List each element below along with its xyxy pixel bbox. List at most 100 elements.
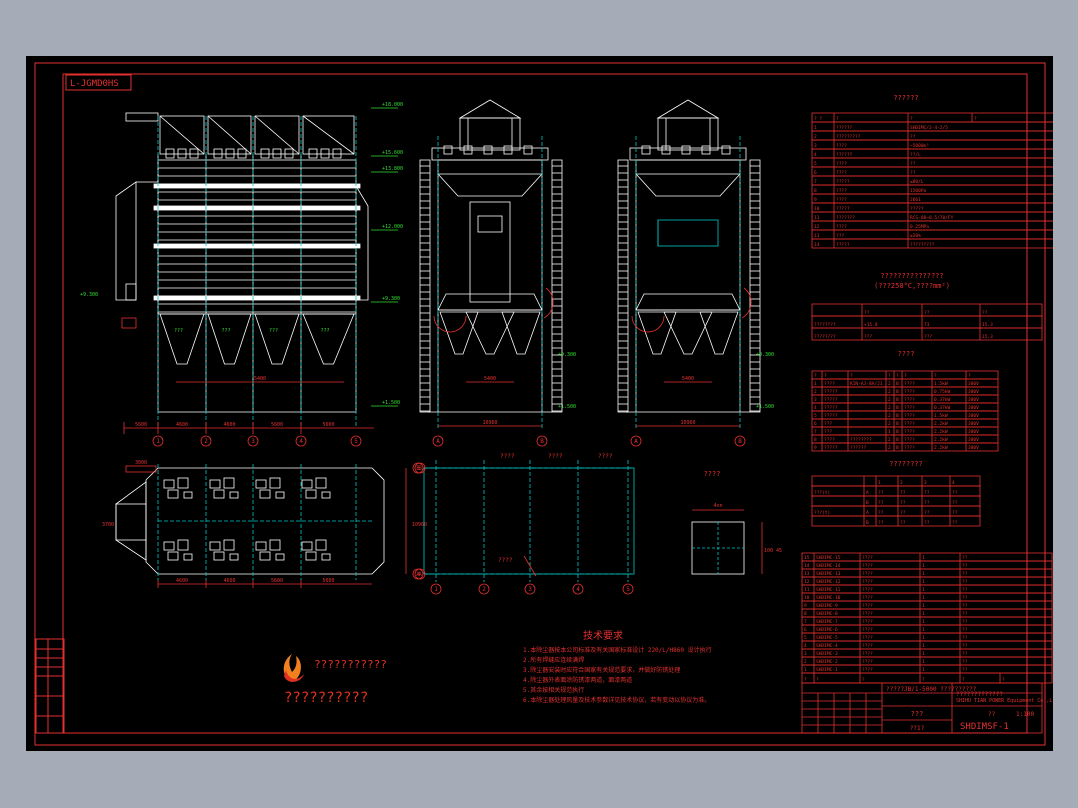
params-cell: ??????? <box>836 215 855 221</box>
equipment-cell: 3 <box>814 397 817 403</box>
loads-cell: ?? <box>900 500 906 506</box>
loads-cell: ?? <box>924 490 930 496</box>
found-axis-label: 2 <box>482 586 486 593</box>
hopper-label: ??? <box>174 328 183 334</box>
level-label: +13.800 <box>382 166 403 172</box>
hopper <box>159 313 205 365</box>
equipment-cell: B <box>896 445 899 451</box>
equipment-cell: 2.2kW <box>934 437 948 443</box>
plan-row-label: B <box>416 465 420 472</box>
side-inner-dim-text: 5400 <box>682 376 694 382</box>
parts-cell: 9 <box>804 603 807 609</box>
front-axis-label: 1 <box>156 438 160 445</box>
parts-row <box>801 600 1053 610</box>
params-cell: ?? <box>910 161 916 167</box>
valve <box>177 477 189 489</box>
parts-cell: SHDIMC-5 <box>816 635 838 641</box>
front-axis <box>295 435 307 447</box>
loads-cell: ???(t) <box>814 510 830 516</box>
parts-cell: 1 <box>922 603 925 609</box>
params-cell: 1500Pa <box>910 188 927 194</box>
valve <box>321 553 331 561</box>
loads-cell: ?? <box>878 490 884 496</box>
front-axis <box>350 435 362 447</box>
front-axis-label: 4 <box>299 438 303 445</box>
loads-cell: ?? <box>924 510 930 516</box>
parts-cell: 1 <box>922 659 925 665</box>
frame-tag-box <box>65 74 132 91</box>
valve <box>229 491 239 499</box>
parts-cell: ?? <box>962 563 968 569</box>
loads-cell: ???(t) <box>814 490 830 496</box>
inner-frame <box>62 73 1028 734</box>
parts-cell: 4 <box>804 643 807 649</box>
valve <box>275 491 285 499</box>
parts-cell: 1 <box>804 667 807 673</box>
side-dim-text: 10960 <box>482 420 497 426</box>
pulse-valve <box>165 148 175 159</box>
parts-cell: ???? <box>862 651 873 657</box>
parts-footer-cell: ? <box>862 677 865 683</box>
loads-title: ???????? <box>889 460 923 468</box>
params-cell: ????? <box>836 206 850 212</box>
valve <box>255 541 267 551</box>
valve <box>163 541 175 551</box>
tb-project: ?????JB/1-5000 ?????????? <box>886 686 977 693</box>
equipment-cell: ???? <box>824 437 835 443</box>
valve <box>209 479 221 489</box>
found-axis <box>478 583 490 595</box>
pulse-valve <box>332 148 342 159</box>
parts-cell: SHDIMC-14 <box>816 563 841 569</box>
parts-cell: ???? <box>862 619 873 625</box>
loads-cell: ?? <box>900 490 906 496</box>
loads-cell: ?? <box>900 510 906 516</box>
equipment-cell: 2 <box>888 437 891 443</box>
equipment-cell: ??? <box>824 429 832 435</box>
found-label: ???? <box>500 453 515 460</box>
equipment-cell: ???? <box>824 381 835 387</box>
equipment-cell: ? <box>934 373 937 379</box>
loads-cell: 3 <box>924 480 927 486</box>
penthouse <box>459 117 521 151</box>
foundation-outline <box>423 467 635 575</box>
equipment-cell: ? <box>896 373 899 379</box>
top-valve <box>681 145 691 155</box>
parts-cell: SHDIMC-9 <box>816 603 838 609</box>
valve <box>167 551 179 561</box>
side-arc <box>741 287 752 319</box>
side-arc <box>543 287 554 319</box>
found-leader <box>523 555 537 577</box>
equipment-cell: 2 <box>888 405 891 411</box>
equipment-cell: B <box>896 381 899 387</box>
parts-cell: ???? <box>862 587 873 593</box>
side-axis <box>630 435 642 447</box>
parts-row <box>801 632 1053 642</box>
params-cell: ? <box>910 116 913 122</box>
valve <box>177 539 189 551</box>
equipment-cell: ???? <box>904 429 915 435</box>
params-cell: 2 <box>814 134 817 140</box>
ladder <box>551 159 563 413</box>
valve <box>315 539 327 551</box>
tb-company-en: SHIHU TIAN POWER Equipment Co.,Ltd <box>956 698 1053 704</box>
side-arc <box>433 315 467 333</box>
roof-frame <box>159 115 205 155</box>
valve <box>163 479 175 489</box>
plan-inlet-box <box>115 503 147 541</box>
params-row <box>811 238 1053 249</box>
tb-sheet: ??1? <box>910 725 925 732</box>
equipment-cell: ????? <box>824 405 838 411</box>
valve <box>223 477 235 489</box>
hopper-label: ??? <box>269 328 278 334</box>
parts-cell: ?? <box>962 651 968 657</box>
side-axis-label: B <box>738 438 742 445</box>
params-row <box>811 139 1053 150</box>
parts-row <box>801 656 1053 666</box>
parts-footer-cell: ? <box>1002 677 1005 683</box>
params-cell: 11 <box>814 215 820 221</box>
parts-cell: ???? <box>862 643 873 649</box>
side-level: +9.300 <box>756 352 774 358</box>
parts-cell: SHDIMC-13 <box>816 571 841 577</box>
found-axis <box>572 583 584 595</box>
